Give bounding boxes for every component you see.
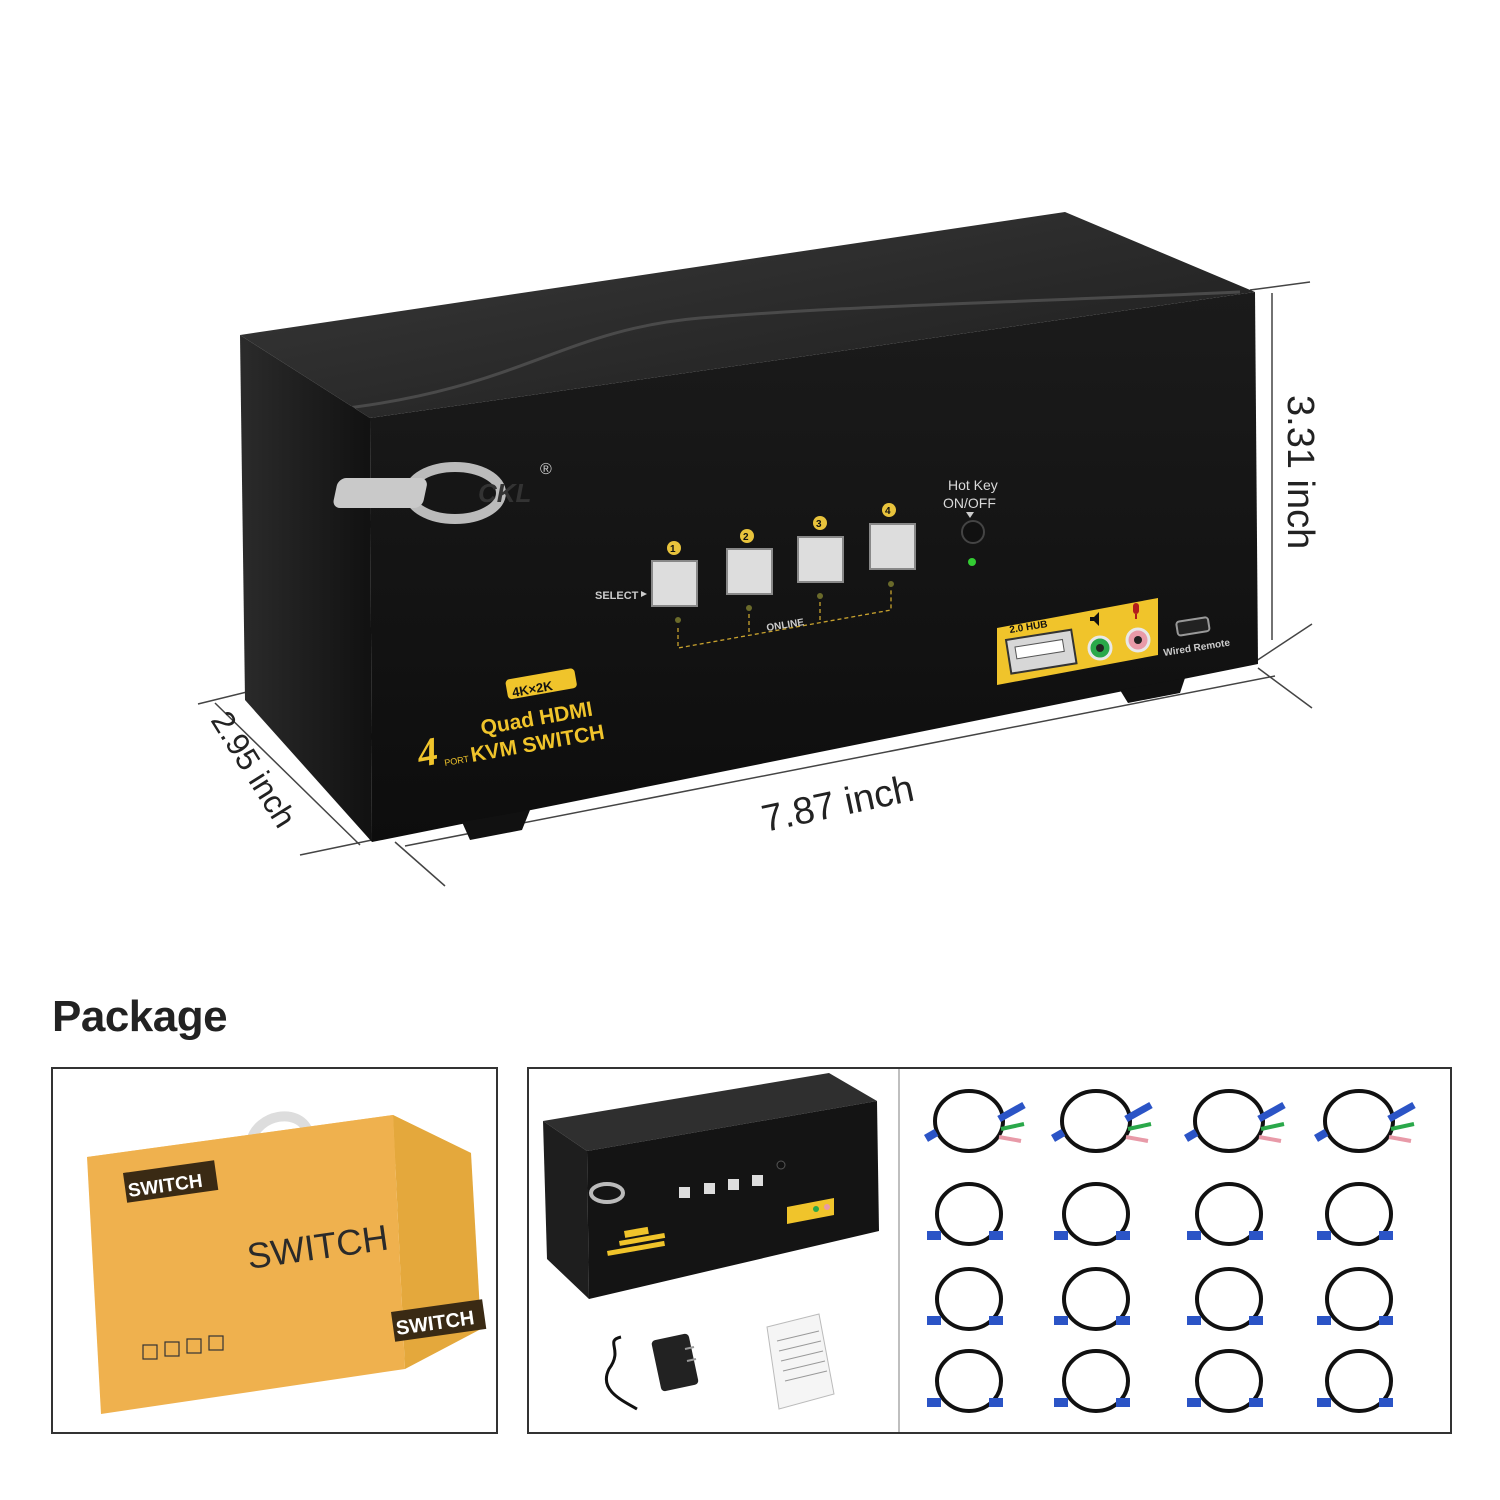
hotkey-label-1: Hot Key	[948, 477, 998, 493]
device-left-side	[240, 335, 372, 842]
hotkey-button[interactable]	[961, 520, 985, 544]
product-illustration: CKL ® Hot Key ON/OFF SELECT 1 2 3 4 ONLI…	[197, 212, 1321, 887]
package-contents-frame	[527, 1067, 1452, 1434]
hotkey-label-2: ON/OFF	[943, 495, 996, 511]
port-number-2: 2	[743, 532, 749, 543]
registered-mark: ®	[540, 461, 552, 478]
device-foot-right	[1120, 678, 1185, 703]
package-title: Package	[52, 992, 228, 1041]
speaker-icon	[1090, 612, 1099, 626]
hdmi-connectors	[927, 1231, 1393, 1407]
port-number-1: 1	[670, 544, 676, 555]
kvm-cable-set-3	[1184, 1089, 1286, 1153]
retail-box: SWITCH SWITCH SWITCH	[87, 1111, 487, 1414]
box-handle	[246, 1111, 313, 1143]
power-adapter	[604, 1333, 699, 1411]
dimension-lines	[197, 281, 1313, 887]
online-indicator-lines	[677, 590, 892, 649]
box-side-label	[391, 1299, 487, 1342]
wired-remote-port[interactable]	[1175, 616, 1211, 637]
package-box-frame: SWITCH SWITCH SWITCH	[51, 1067, 498, 1434]
resolution-badge-text: 4K×2K	[511, 678, 554, 700]
port-button-4[interactable]: 4	[869, 503, 916, 587]
port-button-3[interactable]: 3	[797, 516, 844, 599]
brand-text: CKL	[478, 478, 531, 508]
device-foot-left	[462, 810, 530, 840]
width-dimension-label: 7.87 inch	[758, 768, 918, 841]
hotkey-led	[968, 558, 976, 566]
box-handling-icons	[142, 1335, 224, 1360]
kvm-cable-set-4	[1314, 1089, 1416, 1153]
mini-kvm-switch	[543, 1073, 879, 1299]
resolution-badge	[505, 668, 577, 700]
select-label: SELECT	[595, 590, 639, 602]
box-front-label-small	[123, 1160, 219, 1203]
port-number-3: 3	[816, 519, 822, 530]
kvm-cable-set-1	[924, 1089, 1026, 1153]
port-button-1[interactable]: 1	[651, 541, 698, 623]
box-front	[87, 1115, 405, 1414]
microphone-icon	[1133, 603, 1139, 614]
user-manual	[766, 1313, 835, 1410]
port-count-word: PORT	[444, 754, 471, 768]
package-contents	[543, 1069, 1416, 1432]
height-dimension-label: 3.31 inch	[1279, 395, 1321, 549]
hdmi-cables	[935, 1182, 1393, 1413]
brand-logo: CKL ®	[333, 461, 552, 524]
port-button-2[interactable]: 2	[726, 529, 773, 611]
kvm-cable-set-2	[1051, 1089, 1153, 1153]
port-number-4: 4	[885, 506, 891, 517]
